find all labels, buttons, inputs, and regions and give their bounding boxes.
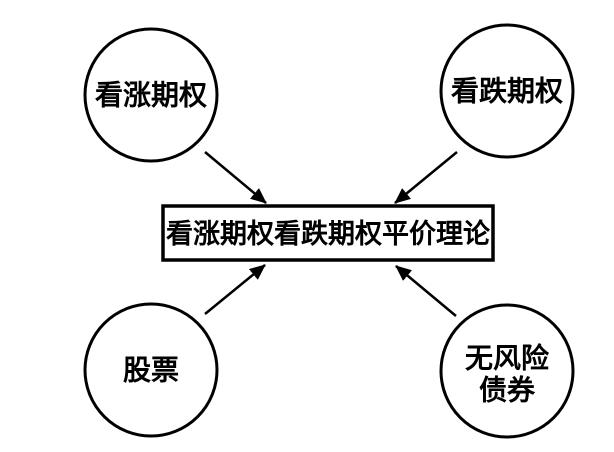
parity-theory-label: 看涨期权看跌期权平价理论 — [166, 219, 491, 249]
edge-put-option-to-parity — [394, 151, 458, 204]
risk-free-bond-circle — [439, 303, 575, 439]
put-option-circle — [439, 23, 575, 159]
edge-stock-to-parity — [204, 264, 266, 315]
stock-circle — [83, 302, 219, 438]
call-option-label: 看涨期权 — [95, 80, 207, 112]
node-put-option: 看跌期权 — [439, 23, 575, 159]
node-parity-theory: 看涨期权看跌期权平价理论 — [161, 204, 495, 262]
parity-theory-box — [161, 204, 495, 262]
call-option-circle — [83, 27, 219, 163]
risk-free-bond-label-line1: 无风险 — [465, 342, 550, 375]
node-risk-free-bond: 无风险 债券 — [439, 303, 575, 439]
stock-label: 股票 — [123, 356, 179, 387]
node-call-option: 看涨期权 — [83, 27, 219, 163]
node-stock: 股票 — [83, 302, 219, 438]
put-option-label: 看跌期权 — [451, 76, 563, 108]
edge-risk-free-bond-to-parity — [395, 265, 457, 317]
edge-call-option-to-parity — [204, 151, 267, 204]
risk-free-bond-label-line2: 债券 — [479, 375, 536, 407]
